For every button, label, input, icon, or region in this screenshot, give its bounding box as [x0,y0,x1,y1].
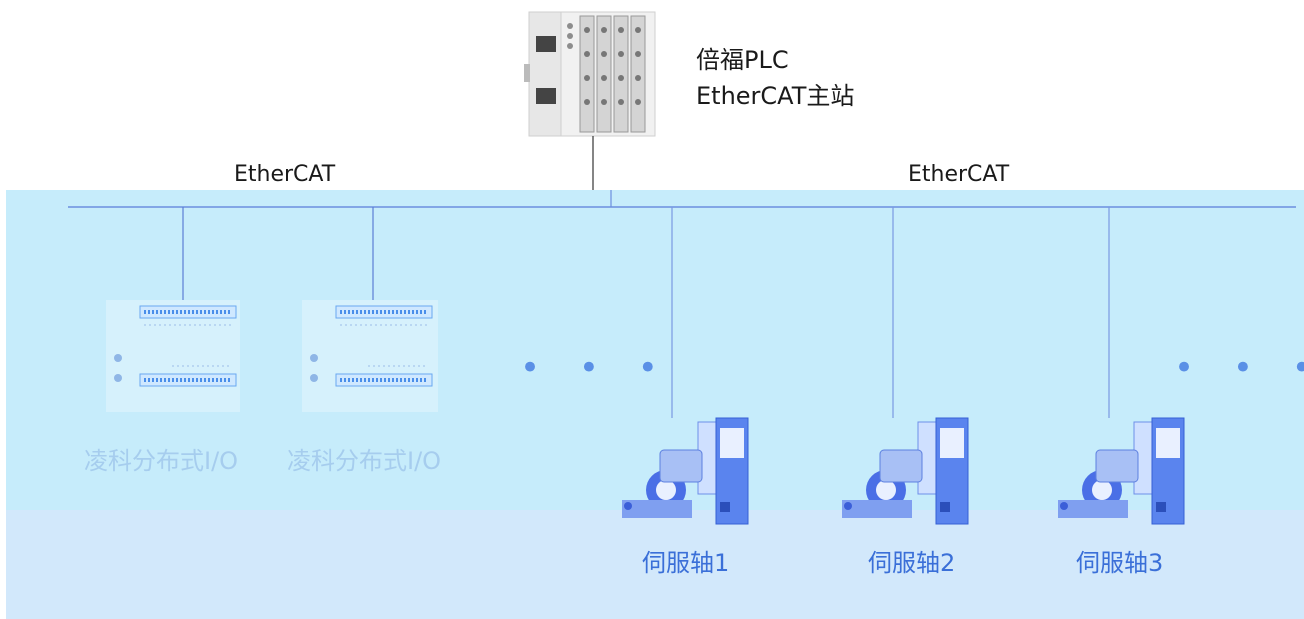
plc-master-label: 倍福PLC EtherCAT主站 [696,42,854,114]
bus-label-left: EtherCAT [234,162,336,187]
servo-node-label: 伺服轴3 [1076,549,1164,577]
network-panel-lower [6,510,1304,619]
servo-drive [842,417,969,525]
io-node-label: 凌科分布式I/O [84,447,239,475]
plc-subtitle: EtherCAT主站 [696,82,855,110]
servo-drive [622,417,749,525]
io-module [302,300,438,412]
more-io-ellipsis: • • • [520,348,672,388]
bus-label-right: EtherCAT [908,162,1010,187]
io-node-label: 凌科分布式I/O [287,447,442,475]
plc-title: 倍福PLC [696,46,789,74]
servo-node-label: 伺服轴1 [642,549,730,577]
io-module [106,300,240,412]
servo-drive [1058,417,1185,525]
more-servo-ellipsis: • • • [1174,348,1304,388]
plc-master-device [524,11,656,137]
servo-node-label: 伺服轴2 [868,549,956,577]
